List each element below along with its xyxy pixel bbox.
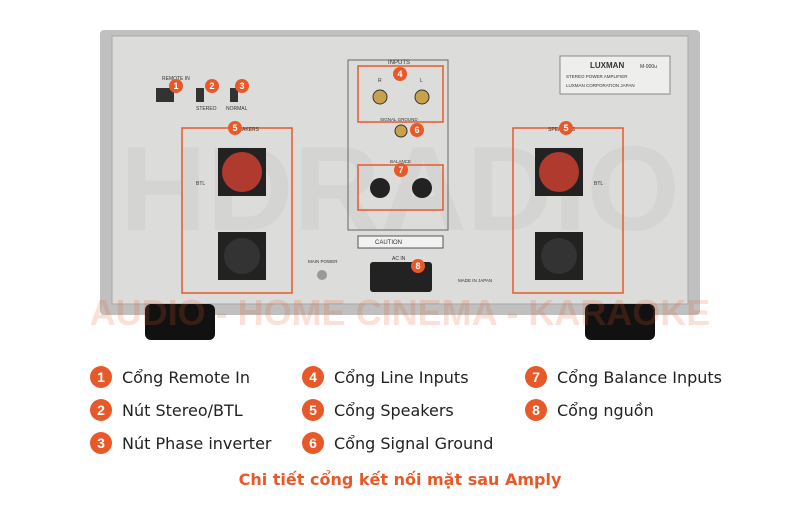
page-caption: Chi tiết cổng kết nối mặt sau Amply [238,470,562,489]
svg-text:2: 2 [209,81,214,91]
svg-text:LUXMAN: LUXMAN [590,61,624,70]
svg-text:BTL: BTL [196,181,205,187]
svg-text:5: 5 [232,123,237,133]
svg-text:1: 1 [173,81,178,91]
svg-text:STEREO: STEREO [196,106,217,112]
svg-text:8: 8 [415,261,420,271]
svg-text:R: R [378,78,382,84]
svg-text:3: 3 [239,81,244,91]
watermark-main: HDRADIO [120,122,680,256]
signal-ground-terminal [394,124,408,138]
svg-text:BALANCE: BALANCE [390,159,411,164]
svg-text:AC IN: AC IN [392,256,406,262]
watermark-sub: AUDIO - HOME CINEMA - KARAOKE [90,292,711,333]
svg-text:5: 5 [563,123,568,133]
svg-text:M-900u: M-900u [640,64,657,70]
svg-text:REMOTE IN: REMOTE IN [162,76,190,82]
svg-text:INPUTS: INPUTS [388,60,410,66]
svg-text:6: 6 [414,125,419,135]
svg-text:SPEAKERS: SPEAKERS [232,127,260,133]
amplifier-rear-panel-photo: HDRADIO AUDIO - HOME CINEMA - KARAOKE RE… [90,30,711,340]
svg-text:MADE IN JAPAN: MADE IN JAPAN [458,278,492,283]
remote-in-port [156,88,174,102]
svg-text:4: 4 [397,69,402,79]
svg-text:CAUTION: CAUTION [375,240,402,246]
svg-text:BTL: BTL [594,181,603,187]
phase-inverter-switch [230,88,238,102]
svg-text:NORMAL: NORMAL [226,106,248,112]
svg-text:LUXMAN CORPORATION JAPAN: LUXMAN CORPORATION JAPAN [566,83,635,88]
main-power-switch [317,270,327,280]
svg-text:L: L [420,78,423,84]
svg-text:7: 7 [398,165,403,175]
svg-text:MAIN POWER: MAIN POWER [308,259,338,264]
svg-text:STEREO POWER AMPLIFIER: STEREO POWER AMPLIFIER [566,74,628,79]
stereo-btl-switch [196,88,204,102]
svg-text:SIGNAL GROUND: SIGNAL GROUND [380,117,418,122]
